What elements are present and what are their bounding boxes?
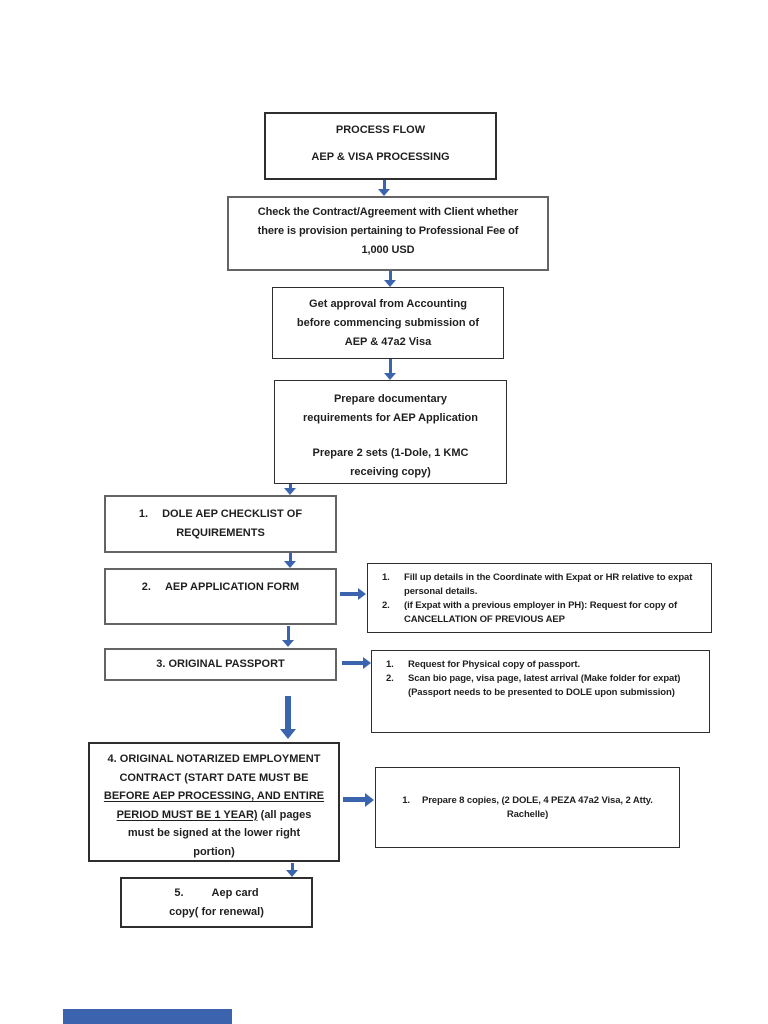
- flow-step4-contract-box: 4. ORIGINAL NOTARIZED EMPLOYMENT CONTRAC…: [88, 742, 340, 862]
- note2-item-2-text: Scan bio page, visa page, latest arrival…: [408, 672, 701, 700]
- prepare-line-4: receiving copy): [350, 466, 431, 478]
- step5-number: 5.: [174, 887, 184, 899]
- arrow-right-icon: [343, 793, 374, 807]
- note2-item-1: 1. Request for Physical copy of passport…: [386, 658, 701, 672]
- note-application-details-box: 1. Fill up details in the Coordinate wit…: [367, 563, 712, 633]
- arrow-down-icon: [283, 553, 297, 568]
- note1-item-1: 1. Fill up details in the Coordinate wit…: [382, 571, 703, 599]
- note3-text: Prepare 8 copies, (2 DOLE, 4 PEZA 47a2 V…: [421, 794, 653, 820]
- note1-item-1-number: 1.: [382, 572, 390, 583]
- arrow-down-icon: [383, 271, 397, 287]
- prepare-line-1: Prepare documentary: [333, 393, 448, 405]
- note3-number: 1.: [402, 794, 410, 806]
- next-page-strip: [63, 1009, 232, 1024]
- step3-label: 3. ORIGINAL PASSPORT: [156, 658, 285, 670]
- flow-approval-box: Get approval from Accounting before comm…: [272, 287, 504, 359]
- step4-line-1: 4. ORIGINAL NOTARIZED EMPLOYMENT: [107, 753, 321, 765]
- flow-step2-application-box: 2. AEP APPLICATION FORM: [104, 568, 337, 625]
- approval-line-1: Get approval from Accounting: [309, 298, 467, 310]
- note-passport-box: 1. Request for Physical copy of passport…: [371, 650, 710, 733]
- flow-prepare-docs-box: Prepare documentary requirements for AEP…: [274, 380, 507, 484]
- step1-label: DOLE AEP CHECKLIST OF REQUIREMENTS: [162, 508, 303, 539]
- note3-content: 1. Prepare 8 copies, (2 DOLE, 4 PEZA 47a2…: [387, 794, 668, 822]
- note2-item-2-main: Scan bio page, visa page, latest arrival…: [408, 673, 681, 684]
- check-line-3: 1,000 USD: [361, 244, 415, 256]
- step4-line-2: CONTRACT (START DATE MUST BE: [119, 771, 309, 784]
- note2-item-2: 2. Scan bio page, visa page, latest arri…: [386, 672, 701, 700]
- step5-label-1: Aep card: [211, 887, 259, 899]
- approval-line-2: before commencing submission of: [296, 317, 480, 329]
- flow-step5-aep-card-box: 5. Aep card copy( for renewal): [120, 877, 313, 928]
- arrow-down-icon: [283, 484, 297, 495]
- note2-item-1-number: 1.: [386, 659, 394, 670]
- arrow-down-icon: [285, 863, 299, 877]
- step2-number: 2.: [141, 581, 151, 593]
- prepare-line-2: requirements for AEP Application: [302, 412, 478, 424]
- step2-label: AEP APPLICATION FORM: [164, 581, 300, 593]
- flow-step3-passport-box: 3. ORIGINAL PASSPORT: [104, 648, 337, 681]
- arrow-down-icon: [377, 180, 391, 196]
- prepare-line-3: Prepare 2 sets (1-Dole, 1 KMC: [312, 447, 469, 459]
- arrow-down-icon: [280, 696, 296, 739]
- arrow-down-icon: [383, 359, 397, 380]
- note1-item-2: 2. (if Expat with a previous employer in…: [382, 599, 703, 627]
- arrow-right-icon: [342, 656, 371, 670]
- title-line-1: PROCESS FLOW: [335, 124, 426, 136]
- step5-label-2: copy( for renewal): [169, 906, 264, 918]
- step4-line-4: PERIOD MUST BE 1 YEAR) (all pages: [90, 806, 338, 825]
- note1-item-2-number: 2.: [382, 600, 390, 611]
- arrow-right-icon: [340, 587, 366, 601]
- step4-line-3: BEFORE AEP PROCESSING, AND ENTIRE: [103, 790, 325, 802]
- step4-line-4-rest: (all pages: [257, 808, 312, 821]
- step4-line-6: portion): [193, 845, 235, 858]
- flow-step1-checklist-box: 1. DOLE AEP CHECKLIST OF REQUIREMENTS: [104, 495, 337, 553]
- note2-item-2-sub: (Passport needs to be presented to DOLE …: [408, 687, 675, 698]
- step4-line-4-underlined: PERIOD MUST BE 1 YEAR): [116, 808, 258, 821]
- arrow-down-icon: [281, 626, 295, 647]
- step5-line-1: 5. Aep card: [122, 884, 311, 903]
- step1-number: 1.: [138, 508, 149, 520]
- note1-item-1-text: Fill up details in the Coordinate with E…: [404, 572, 693, 597]
- check-line-2: there is provision pertaining to Profess…: [257, 225, 519, 237]
- check-line-1: Check the Contract/Agreement with Client…: [257, 206, 519, 218]
- note1-item-2-text: (if Expat with a previous employer in PH…: [404, 600, 678, 625]
- title-line-2: AEP & VISA PROCESSING: [311, 151, 450, 163]
- note2-item-2-number: 2.: [386, 673, 394, 684]
- approval-line-3: AEP & 47a2 Visa: [344, 336, 432, 348]
- note2-item-1-text: Request for Physical copy of passport.: [408, 659, 580, 670]
- note-copies-box: 1. Prepare 8 copies, (2 DOLE, 4 PEZA 47a2…: [375, 767, 680, 848]
- flow-title-box: PROCESS FLOW AEP & VISA PROCESSING: [264, 112, 497, 180]
- flow-check-contract-box: Check the Contract/Agreement with Client…: [227, 196, 549, 271]
- step4-line-5: must be signed at the lower right: [127, 827, 301, 839]
